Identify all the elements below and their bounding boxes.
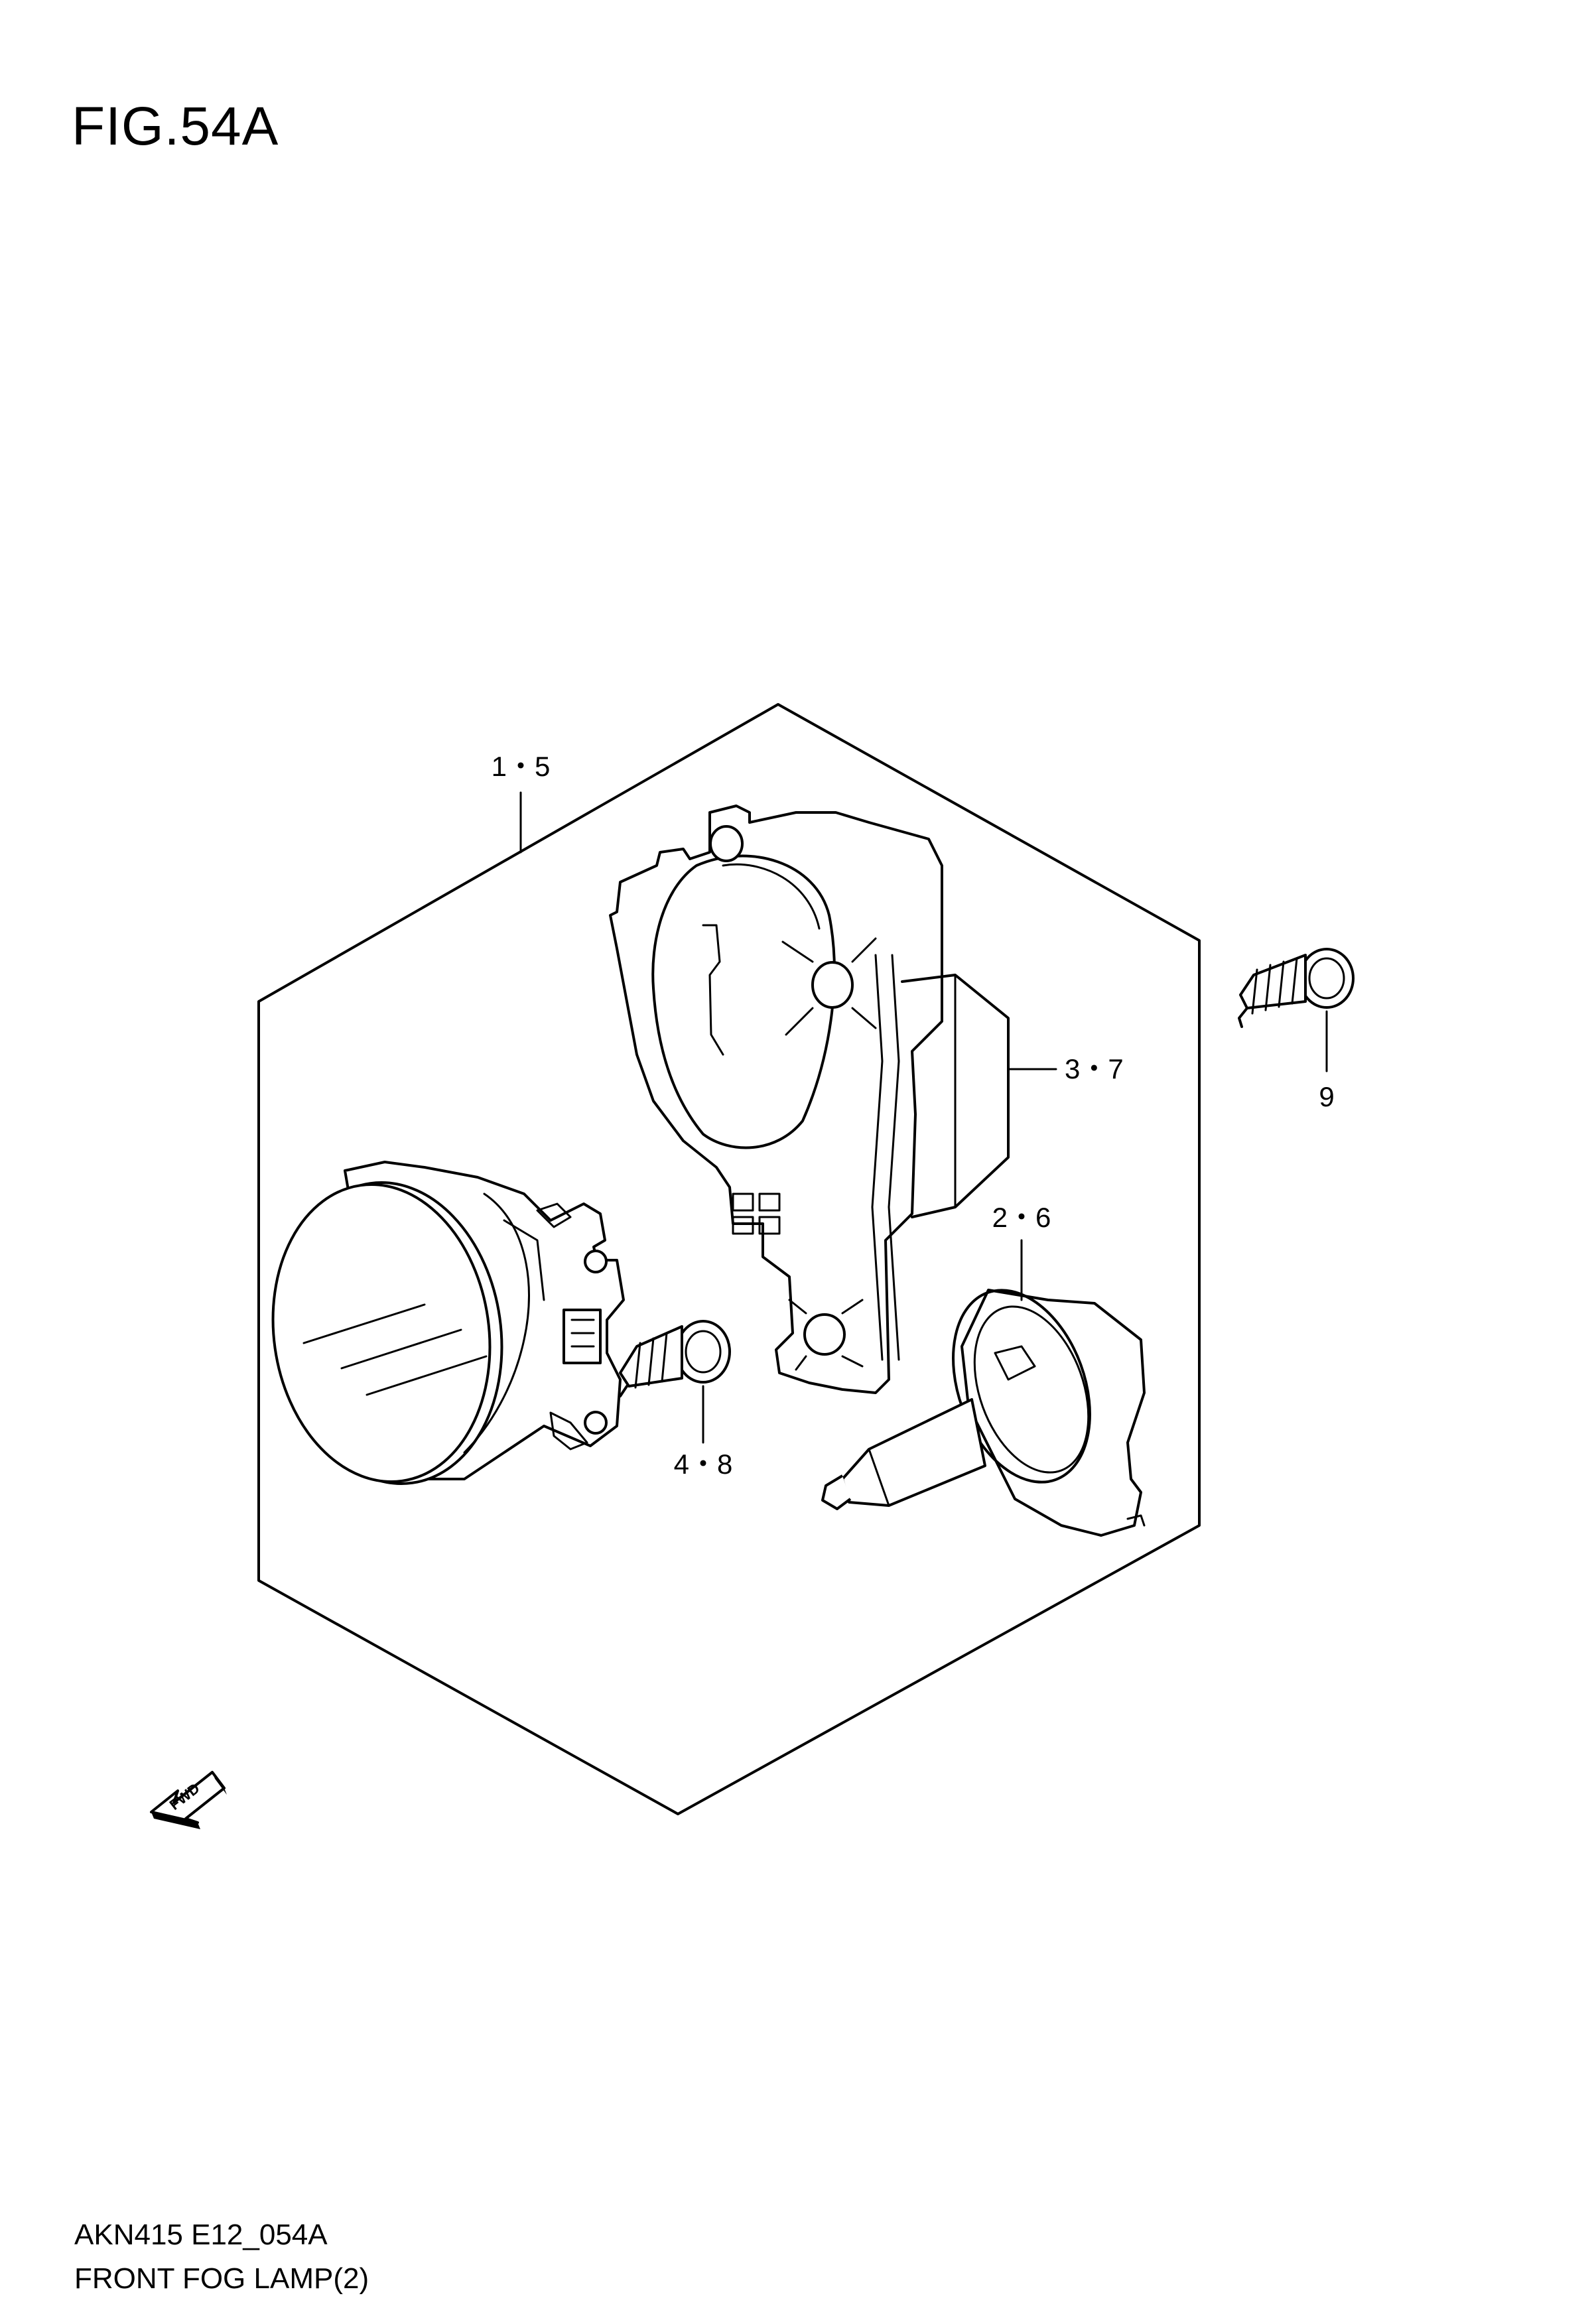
inner-screw: [619, 1320, 731, 1397]
leader-lines: [519, 791, 1328, 1444]
assembly-outline: [257, 703, 1201, 1815]
bulb: [821, 1289, 1146, 1537]
callout-inner-screw: 4・8: [674, 1449, 733, 1480]
callout-bracket: 3・7: [1065, 1053, 1124, 1084]
fog-lamp-unit: [271, 1161, 625, 1485]
callout-outer-screw: 9: [1319, 1081, 1334, 1112]
figure-caption: FRONT FOG LAMP(2): [74, 2262, 369, 2295]
figure-code: AKN415 E12_054A: [74, 2219, 328, 2251]
callout-assembly: 1・5: [492, 751, 551, 782]
outer-screw: [1238, 948, 1355, 1028]
callout-bulb: 2・6: [992, 1202, 1051, 1233]
bracket: [609, 805, 1010, 1394]
figure-title: FIG.54A: [72, 96, 279, 157]
fwd-arrow-icon: FWD: [150, 1771, 227, 1829]
